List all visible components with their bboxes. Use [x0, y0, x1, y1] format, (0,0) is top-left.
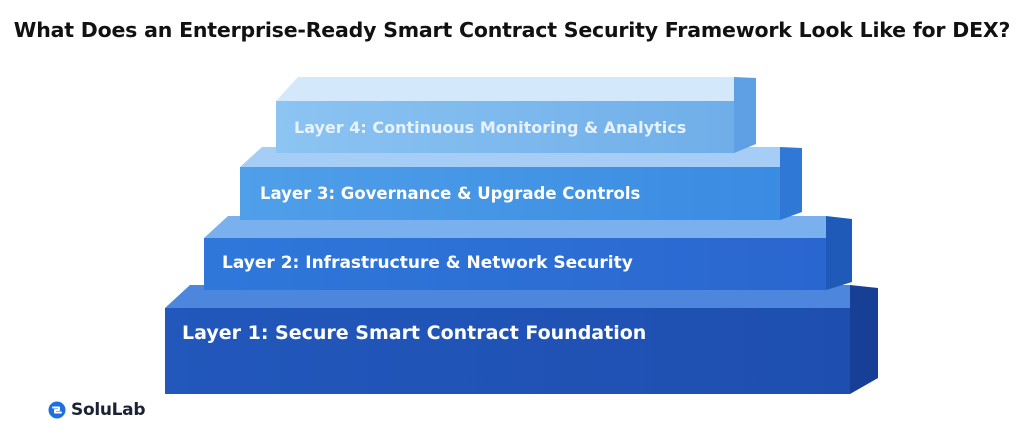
solulab-logo-icon — [48, 401, 66, 419]
layer-4-label: Layer 4: Continuous Monitoring & Analyti… — [294, 118, 687, 137]
layer-2-block — [204, 216, 852, 290]
layer-3-label: Layer 3: Governance & Upgrade Controls — [260, 184, 641, 203]
layer-1-label: Layer 1: Secure Smart Contract Foundatio… — [182, 322, 647, 344]
brand-logo: SoluLab — [48, 400, 146, 420]
layer-1-block — [165, 285, 878, 394]
layer-4-block — [276, 77, 756, 153]
page-title: What Does an Enterprise-Ready Smart Cont… — [13, 18, 1011, 42]
layer-2-label: Layer 2: Infrastructure & Network Securi… — [222, 253, 633, 273]
brand-name: SoluLab — [71, 400, 146, 420]
